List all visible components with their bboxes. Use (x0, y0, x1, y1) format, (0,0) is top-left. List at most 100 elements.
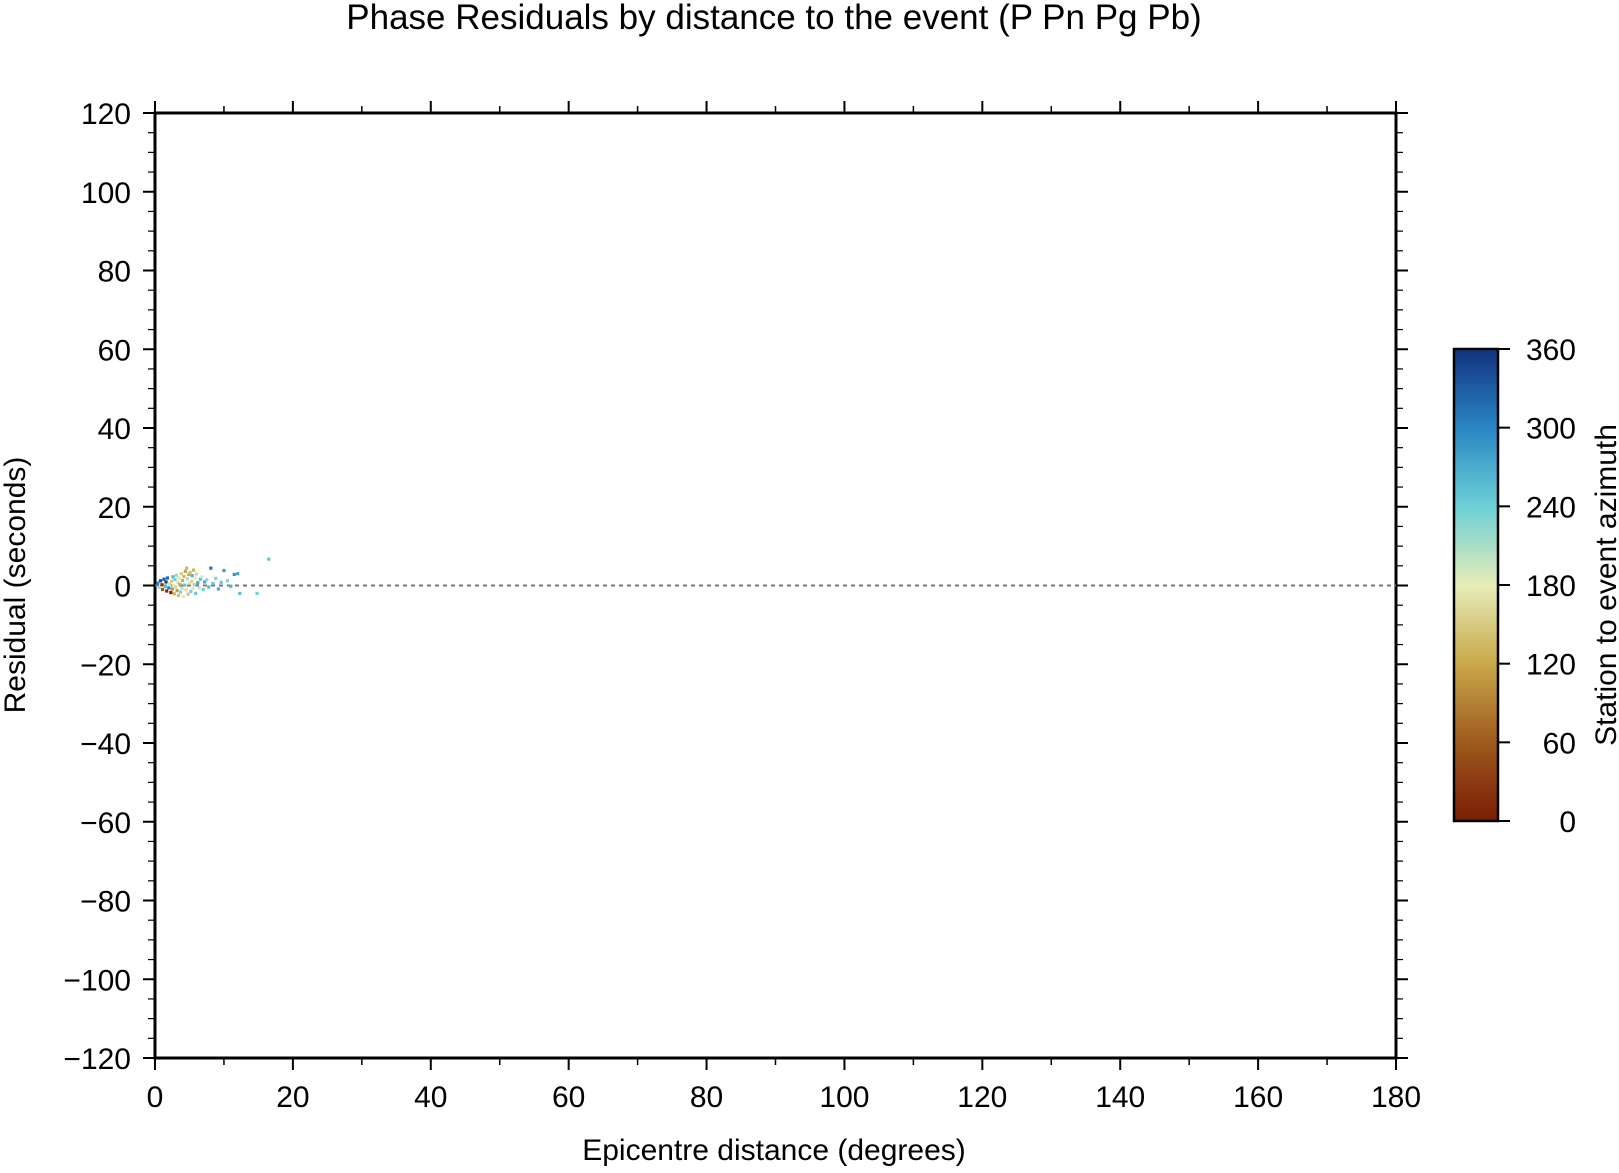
data-point (201, 587, 205, 592)
y-tick-label: −60 (80, 807, 131, 840)
data-point (192, 583, 196, 587)
data-point (185, 566, 189, 570)
y-tick-label: 120 (81, 98, 131, 131)
colorbar-ticks: 0 60 120 180 240 300 360 (1498, 334, 1576, 839)
data-point (238, 591, 242, 595)
y-tick-label: 100 (81, 177, 131, 210)
data-point (167, 586, 171, 590)
axis-ticks (143, 101, 1408, 1070)
data-point (182, 574, 186, 579)
plot-area (143, 101, 1408, 1070)
data-point (180, 578, 185, 582)
data-point (236, 572, 240, 576)
colorbar-tick-label: 360 (1526, 334, 1576, 367)
y-tick-label: −120 (63, 1043, 131, 1076)
data-point (156, 581, 160, 585)
x-tick-label: 100 (819, 1081, 869, 1114)
data-point (176, 580, 180, 584)
data-point (160, 583, 164, 587)
y-tick-label: 40 (98, 413, 131, 446)
data-point (255, 591, 259, 595)
y-tick-label: −100 (63, 964, 131, 997)
colorbar-gradient (1452, 347, 1500, 823)
data-point (157, 585, 161, 590)
x-tick-label: 40 (414, 1081, 447, 1114)
data-point (174, 585, 178, 589)
data-point (219, 580, 223, 584)
data-point (186, 592, 190, 596)
y-axis-label: Residual (seconds) (0, 457, 32, 714)
y-tick-label: 20 (98, 492, 131, 525)
x-tick-label: 80 (690, 1081, 723, 1114)
data-point (172, 592, 176, 596)
data-point (178, 590, 183, 594)
data-point (162, 577, 166, 581)
data-point (181, 594, 185, 599)
data-point (185, 577, 190, 581)
x-tick-label: 140 (1095, 1081, 1145, 1114)
data-point (229, 584, 233, 588)
y-tick-label: −80 (80, 886, 131, 919)
colorbar-tick-label: 60 (1543, 727, 1576, 760)
y-tick-label: 60 (98, 334, 131, 367)
data-point (191, 587, 195, 591)
data-point (160, 587, 165, 592)
data-point (200, 575, 204, 579)
data-point (216, 587, 221, 591)
data-point (207, 585, 211, 589)
colorbar-tick-label: 120 (1526, 649, 1576, 682)
data-point (183, 583, 187, 587)
x-tick-label: 60 (552, 1081, 585, 1114)
data-point (187, 572, 191, 577)
y-tick-label: 0 (114, 571, 131, 604)
data-point (176, 593, 181, 597)
data-point (175, 589, 179, 593)
data-point (187, 581, 192, 585)
data-point (197, 586, 201, 590)
data-point (171, 575, 175, 579)
data-point (172, 583, 176, 588)
data-point (189, 579, 194, 584)
data-point (198, 577, 203, 581)
data-point (190, 574, 194, 578)
data-point (192, 568, 196, 572)
y-tick-label: −20 (80, 649, 131, 682)
data-point (177, 576, 181, 580)
data-point (167, 582, 172, 586)
colorbar-tick-label: 300 (1526, 413, 1576, 446)
data-point (184, 588, 188, 592)
data-point (232, 572, 236, 577)
data-point (164, 580, 168, 584)
x-tick-label: 160 (1233, 1081, 1283, 1114)
data-point (169, 579, 174, 583)
x-axis-label: Epicentre distance (degrees) (582, 1134, 966, 1167)
data-point (209, 566, 213, 570)
data-point (203, 580, 207, 584)
data-point (196, 581, 200, 585)
data-point (183, 569, 187, 573)
y-tick-label: 80 (98, 256, 131, 289)
colorbar-tick-label: 240 (1526, 491, 1576, 524)
data-point (179, 572, 183, 576)
x-tick-label: 180 (1371, 1081, 1421, 1114)
data-point (267, 557, 271, 561)
data-point (163, 585, 167, 589)
colorbar-tick-label: 0 (1559, 806, 1576, 839)
data-point (214, 576, 218, 581)
data-point (173, 577, 177, 582)
data-point (225, 579, 229, 583)
data-point (170, 587, 174, 591)
data-points (156, 557, 271, 599)
data-point (222, 568, 226, 573)
colorbar-tick-label: 180 (1526, 570, 1576, 603)
x-tick-label: 20 (276, 1081, 309, 1114)
x-tick-label: 0 (147, 1081, 164, 1114)
data-point (193, 576, 197, 580)
data-point (188, 570, 192, 575)
data-point (194, 591, 198, 595)
